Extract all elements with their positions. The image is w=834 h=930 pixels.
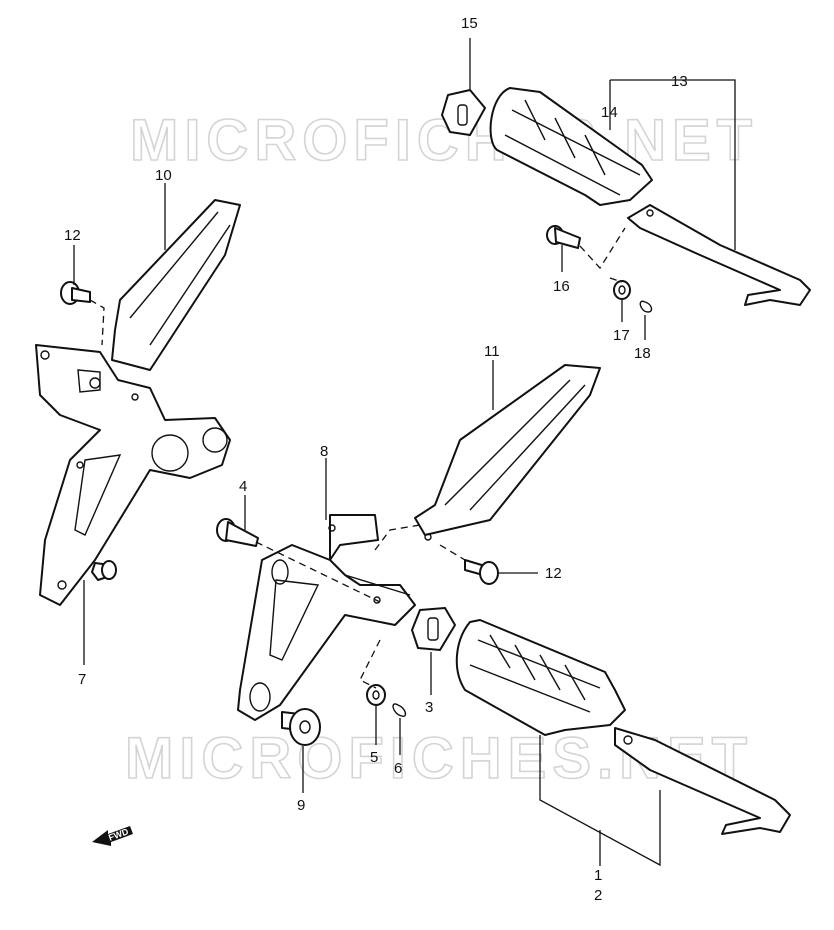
callout-9: 9	[297, 797, 305, 814]
watermark-top: MICROFICHES.NET	[130, 108, 758, 173]
callout-6: 6	[394, 760, 402, 777]
clip-18	[639, 300, 653, 313]
callout-5: 5	[370, 749, 378, 766]
front-footrest-rubber	[455, 619, 626, 736]
rear-footrest-bracket	[35, 344, 231, 606]
callout-16: 16	[553, 278, 570, 295]
forward-direction-arrow-icon: FWD	[92, 826, 133, 846]
callout-7: 7	[78, 671, 86, 688]
bolt-4	[216, 518, 259, 547]
callout-12-lower: 12	[545, 565, 562, 582]
clip-6	[392, 703, 407, 717]
front-footrest-bracket	[237, 514, 416, 721]
callout-2: 2	[594, 887, 602, 904]
rear-footrest-rubber	[489, 87, 653, 206]
callout-17: 17	[613, 327, 630, 344]
callout-3: 3	[425, 699, 433, 716]
pin-16	[546, 225, 581, 249]
front-footrest-arm	[614, 727, 791, 835]
callout-15: 15	[461, 15, 478, 32]
callout-18: 18	[634, 345, 651, 362]
bolt-9	[281, 708, 321, 746]
screw-12-lower	[464, 559, 499, 585]
front-heel-guard	[414, 364, 601, 541]
washer-17	[613, 280, 631, 300]
screw-12-upper	[60, 281, 91, 305]
callout-1: 1	[594, 867, 602, 884]
callout-11: 11	[484, 343, 500, 360]
callout-14: 14	[601, 104, 618, 121]
fwd-label: FWD	[107, 826, 130, 843]
callout-4: 4	[239, 478, 247, 495]
washer-5	[366, 684, 386, 706]
washer-3	[411, 607, 456, 651]
pin-7	[91, 560, 117, 581]
callout-10: 10	[155, 167, 172, 184]
rear-heel-guard	[111, 199, 241, 371]
callout-13: 13	[671, 73, 688, 90]
callout-8: 8	[320, 443, 328, 460]
callout-12-upper: 12	[64, 227, 81, 244]
rear-footrest-arm	[627, 204, 811, 306]
